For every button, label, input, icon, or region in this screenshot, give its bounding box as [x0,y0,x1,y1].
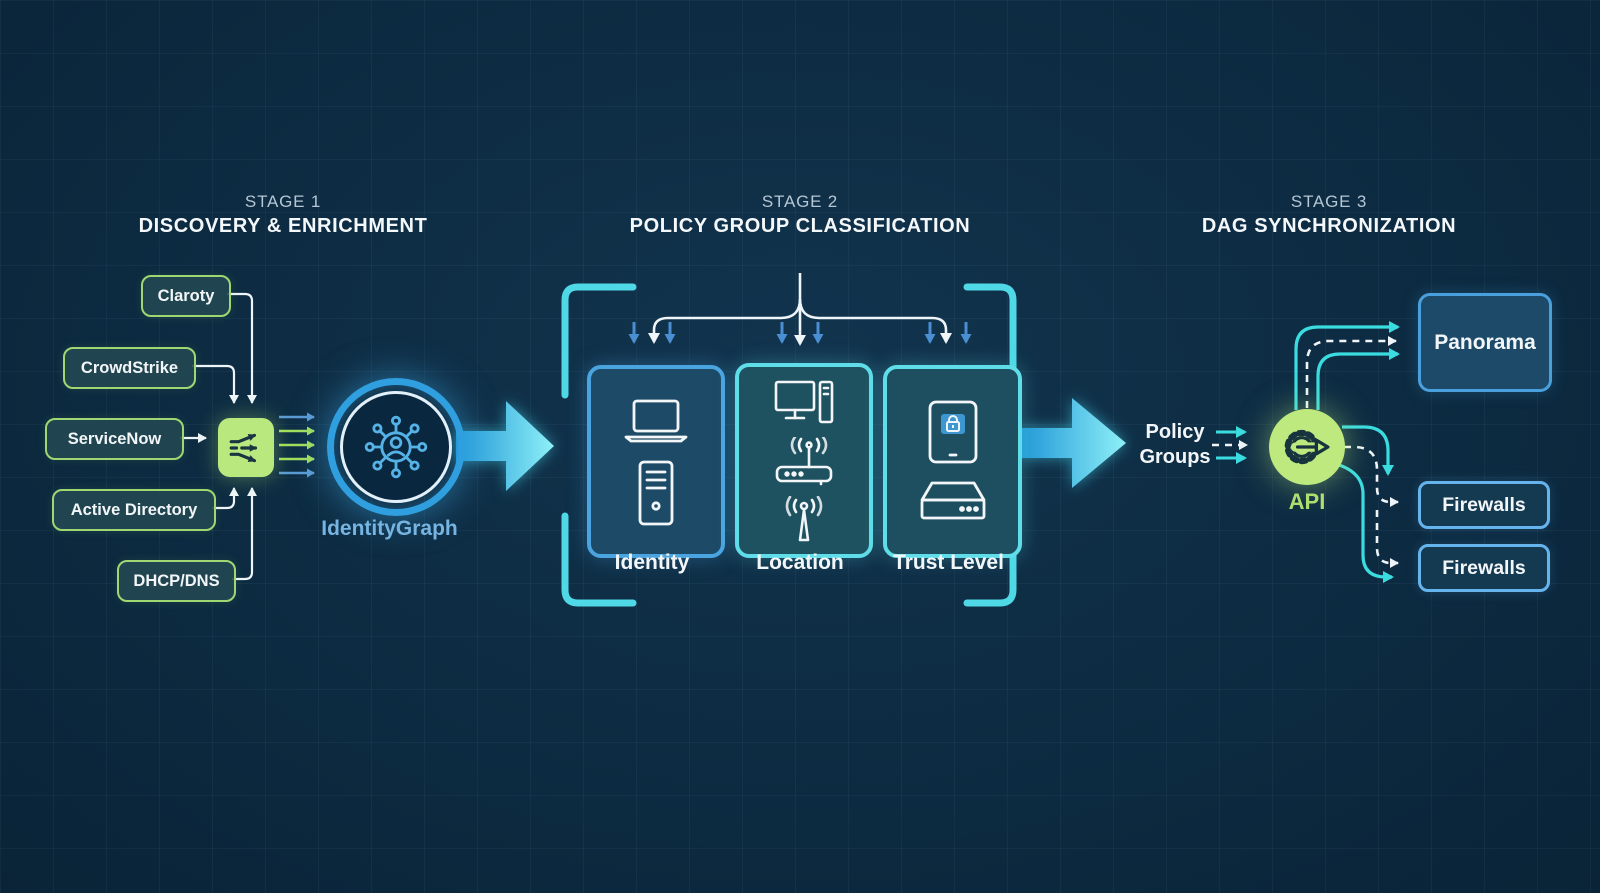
policy-groups-line1: Policy [1145,421,1205,443]
policy-groups-label: Policy Groups [1125,420,1225,470]
source-node-servicenow: ServiceNow [45,418,184,460]
source-node-claroty: Claroty [141,275,231,317]
stage2-title-block: STAGE 2 POLICY GROUP CLASSIFICATION [630,190,971,239]
card-trust-level [883,365,1022,558]
gear-sync-icon [1284,429,1330,465]
identitygraph-node [327,378,465,516]
stage3-title: DAG SYNCHRONIZATION [1201,215,1457,237]
stage1-title: DISCOVERY & ENRICHMENT [138,215,428,237]
stage2-label: STAGE 2 [761,192,839,211]
appliance-icon [920,481,985,519]
firewall-node-2: Firewalls [1418,544,1550,592]
stage3-title-block: STAGE 3 DAG SYNCHRONIZATION [1202,190,1456,239]
wifi-router-icon [775,436,833,485]
merge-node [218,418,274,477]
api-label: API [1288,489,1326,514]
panorama-node: Panorama [1418,293,1552,392]
firewall-label: Firewalls [1442,556,1526,579]
api-node [1269,409,1345,485]
big-arrow-stage2-to-stage3 [1020,398,1126,488]
source-label: DHCP/DNS [133,571,220,590]
firewall-node-1: Firewalls [1418,481,1550,529]
stage3-label: STAGE 3 [1290,192,1368,211]
merge-output-arrows [279,412,315,478]
card-trust-level-label: Trust Level [893,551,1004,574]
stage2-blue-arrows [628,322,972,344]
card-location [735,363,873,558]
api-to-panorama-curves [1294,321,1400,410]
tablet-lock-icon [928,400,977,463]
identitygraph-inner-ring [340,391,452,503]
card-identity [587,365,725,558]
source-node-crowdstrike: CrowdStrike [63,347,196,389]
source-label: ServiceNow [67,429,162,448]
source-node-active-directory: Active Directory [52,489,216,531]
merge-arrows-icon [229,433,265,462]
server-tower-icon [638,460,674,525]
policy-groups-line2: Groups [1139,446,1211,468]
identitygraph-label: IdentityGraph [321,517,458,540]
stage1-label: STAGE 1 [244,192,322,211]
source-label: Active Directory [70,500,198,519]
big-arrow-stage1-to-stage2 [456,401,554,491]
panorama-label: Panorama [1434,330,1536,354]
firewall-label: Firewalls [1442,493,1526,516]
antenna-icon [785,495,823,541]
source-node-dhcp-dns: DHCP/DNS [117,560,236,602]
identity-network-icon [364,415,428,479]
stage2-title: POLICY GROUP CLASSIFICATION [629,215,971,237]
stage2-distribution [648,273,952,346]
source-label: CrowdStrike [80,358,179,377]
stage1-title-block: STAGE 1 DISCOVERY & ENRICHMENT [139,190,428,239]
api-to-firewalls-curves [1335,425,1399,583]
card-location-label: Location [756,551,844,574]
source-label: Claroty [157,286,215,305]
laptop-icon [624,399,688,442]
card-identity-label: Identity [614,551,690,574]
desktop-pc-icon [774,380,834,423]
